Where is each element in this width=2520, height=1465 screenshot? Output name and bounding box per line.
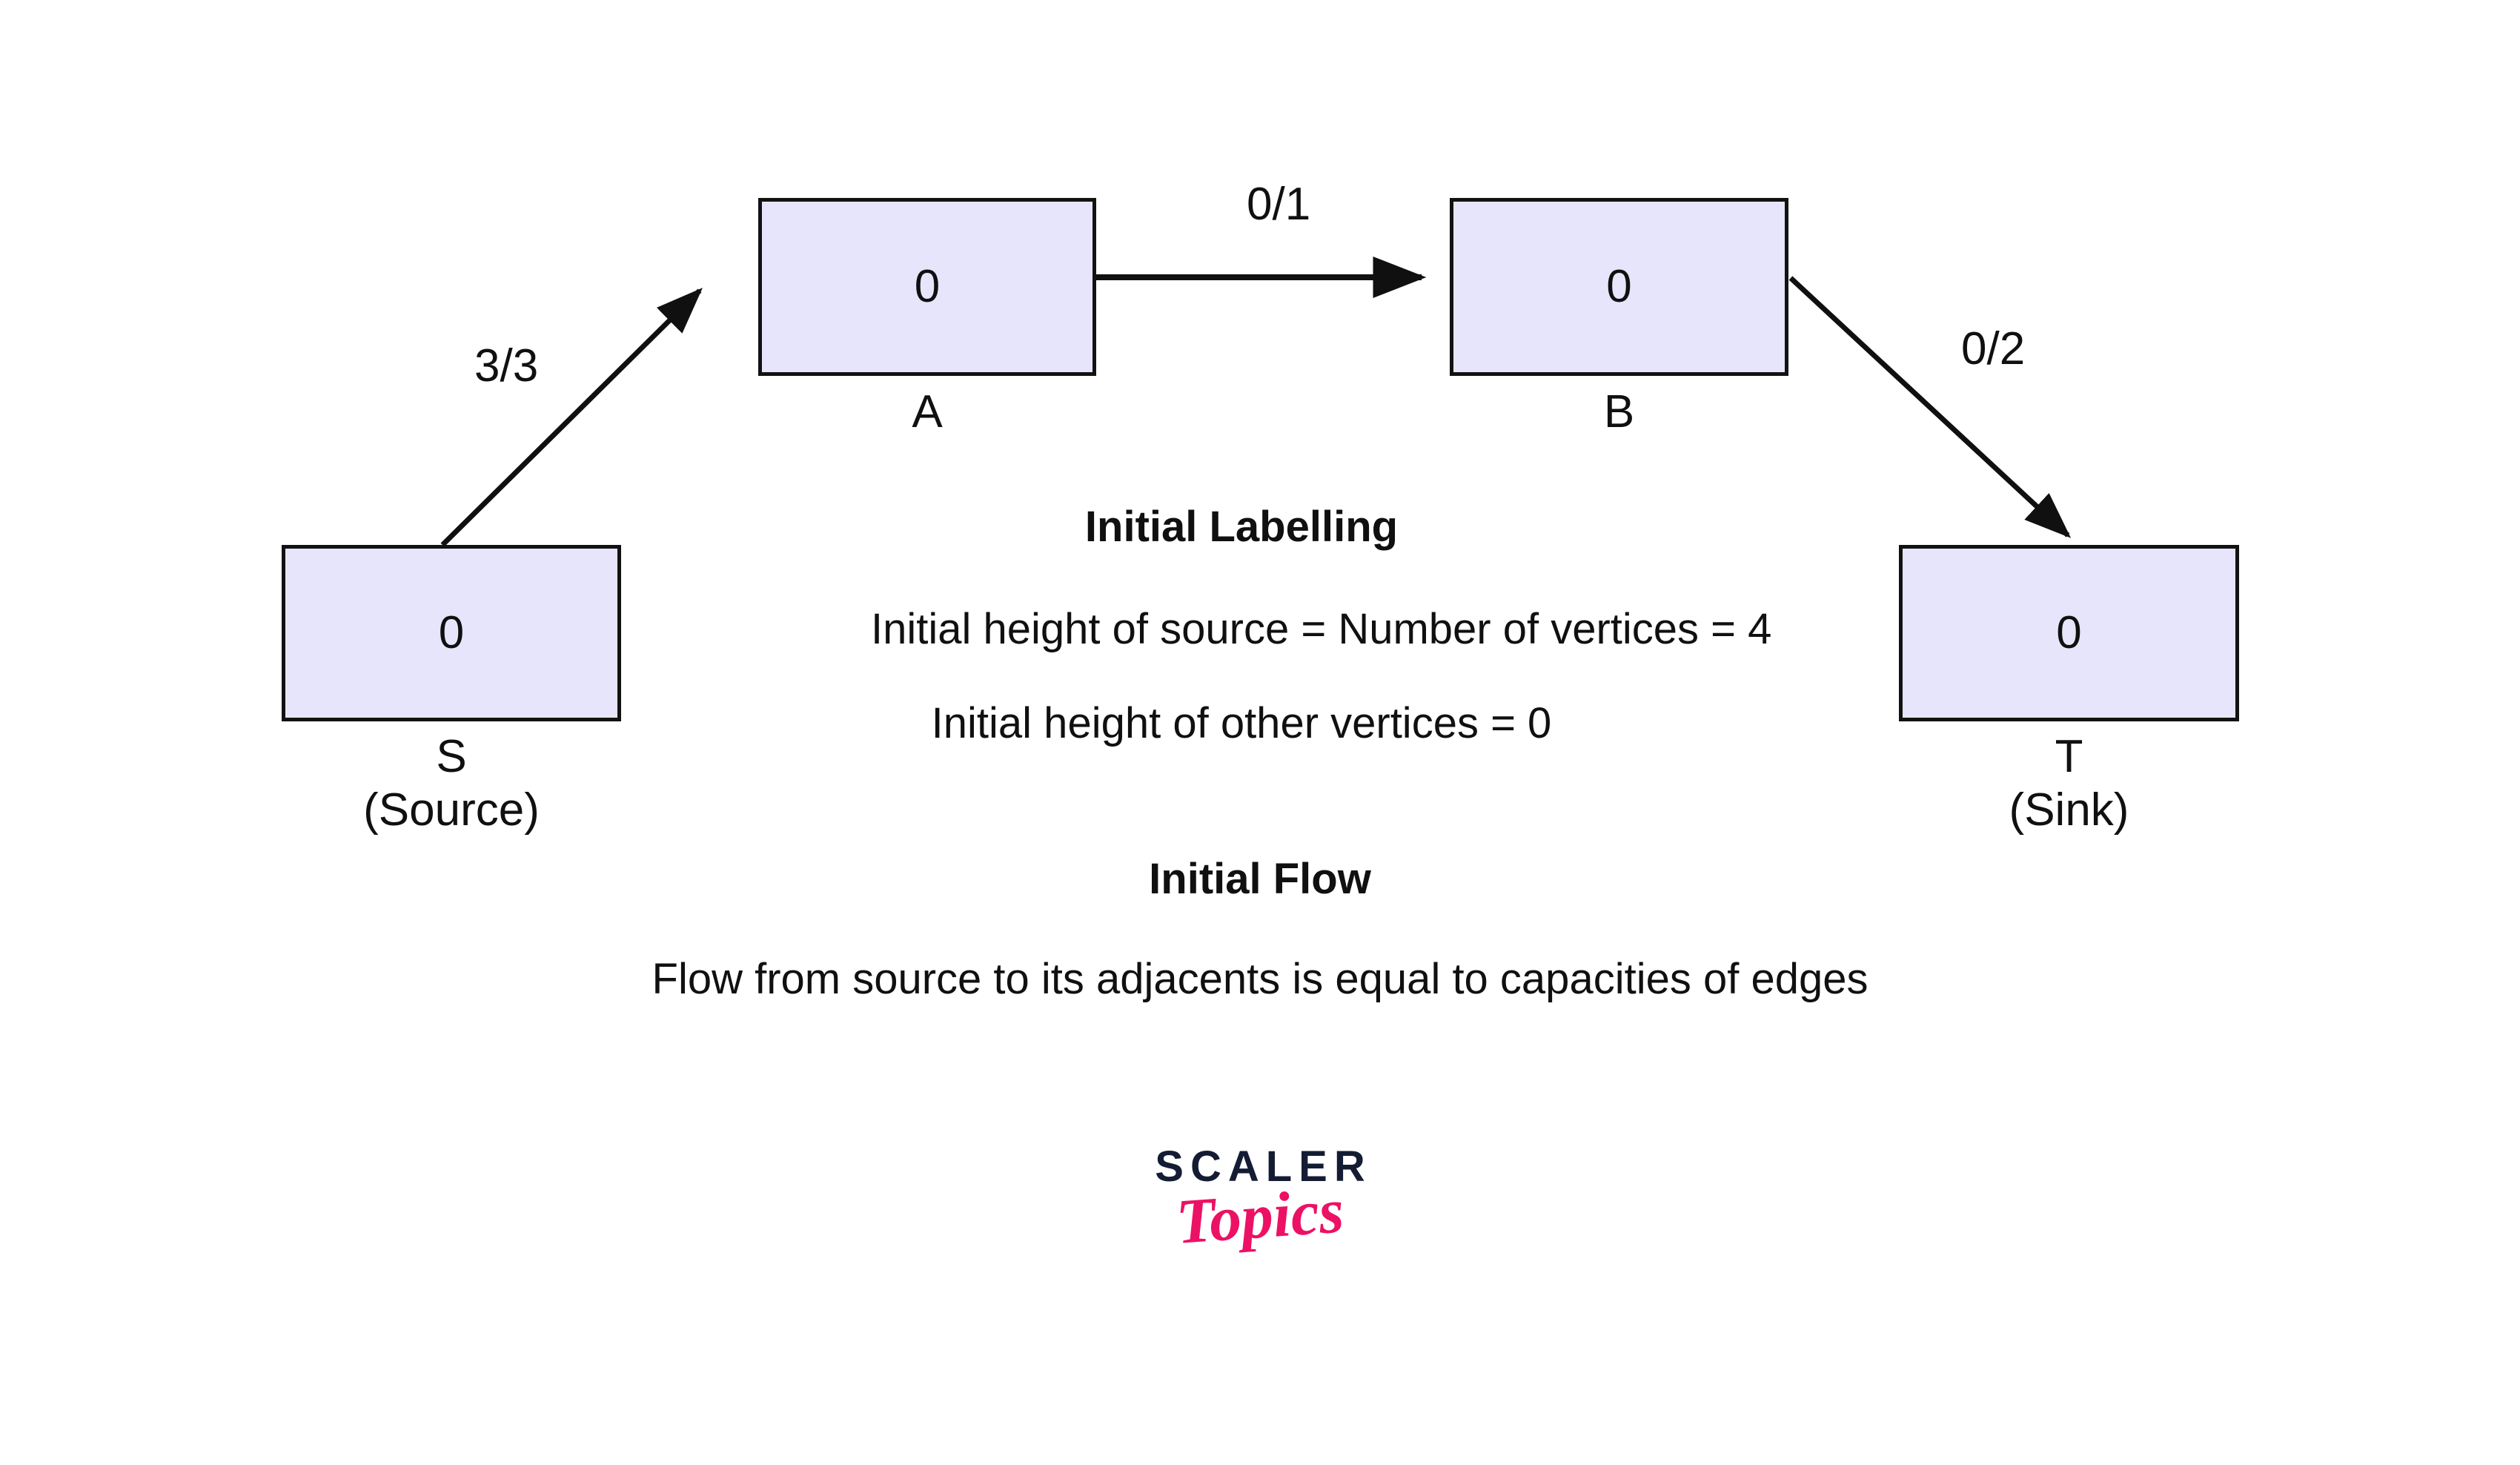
node-t[interactable]: 0 bbox=[1899, 545, 2239, 721]
node-s[interactable]: 0 bbox=[282, 545, 621, 721]
node-s-value: 0 bbox=[438, 607, 465, 658]
node-s-caption: S (Source) bbox=[363, 731, 540, 836]
node-a[interactable]: 0 bbox=[758, 198, 1096, 376]
initial-labelling-line-2: Initial height of other vertices = 0 bbox=[931, 699, 1552, 747]
node-t-value: 0 bbox=[2056, 607, 2082, 658]
edge-label-b-t: 0/2 bbox=[1961, 323, 2026, 374]
scaler-topics-logo: SCALER Topics bbox=[1134, 1142, 1386, 1257]
node-t-caption: T (Sink) bbox=[2009, 731, 2129, 836]
edge-s-to-a bbox=[440, 288, 703, 547]
node-a-value: 0 bbox=[914, 261, 941, 312]
initial-flow-heading: Initial Flow bbox=[1149, 855, 1371, 903]
initial-flow-line-1: Flow from source to its adjacents is equ… bbox=[651, 955, 1869, 1003]
node-b[interactable]: 0 bbox=[1450, 198, 1788, 376]
initial-labelling-line-1: Initial height of source = Number of ver… bbox=[871, 605, 1772, 653]
node-a-caption: A bbox=[912, 386, 943, 437]
node-b-value: 0 bbox=[1606, 261, 1632, 312]
node-b-caption: B bbox=[1603, 386, 1635, 437]
edge-label-a-b: 0/1 bbox=[1247, 179, 1311, 230]
edge-label-s-a: 3/3 bbox=[474, 340, 539, 391]
initial-labelling-heading: Initial Labelling bbox=[1084, 503, 1399, 551]
logo-scaler-wordmark: SCALER bbox=[1155, 1142, 1372, 1191]
edge-b-to-t bbox=[1788, 276, 2072, 538]
